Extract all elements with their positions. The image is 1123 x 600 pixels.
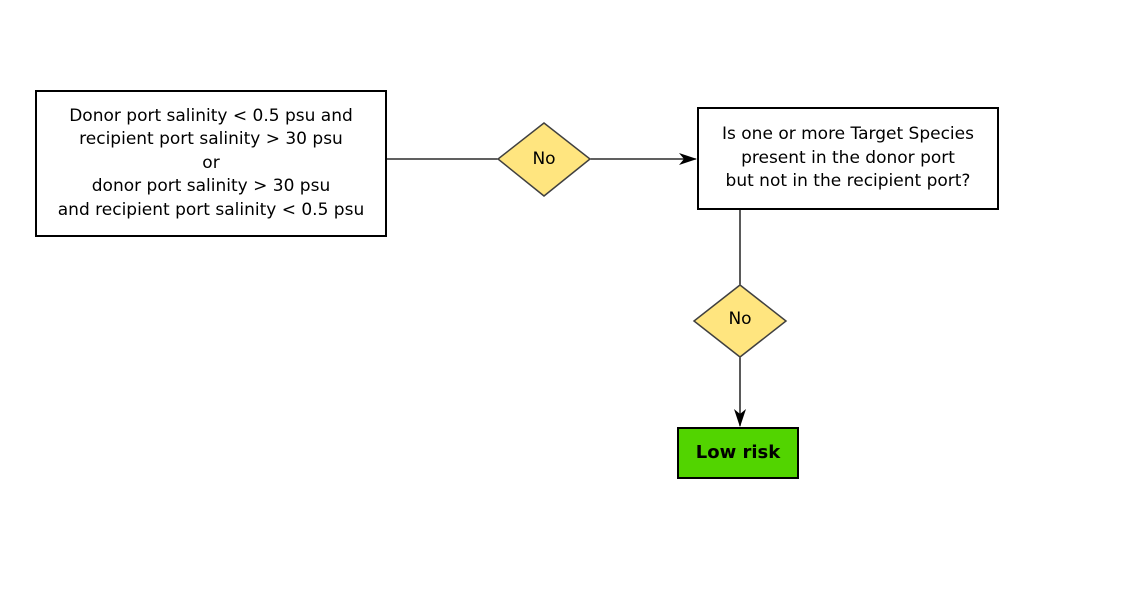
condition-line-4: donor port salinity > 30 psu: [91, 176, 331, 197]
decision-diamond-2: [692, 284, 788, 358]
condition-line-5: and recipient port salinity < 0.5 psu: [57, 199, 365, 220]
condition-line-2: recipient port salinity > 30 psu: [79, 129, 343, 150]
decision-1-label: No: [532, 149, 556, 169]
decision-diamond-1: [496, 122, 592, 197]
outcome-label: Low risk: [695, 442, 781, 464]
condition-line-1: Donor port salinity < 0.5 psu and: [69, 105, 353, 126]
question-line-3: but not in the recipient port?: [725, 171, 971, 192]
question-line-1: Is one or more Target Species: [722, 124, 974, 145]
question-line-2: present in the donor port: [741, 147, 955, 168]
decision-2-label: No: [728, 309, 752, 329]
low-risk-outcome-box: Low risk: [677, 427, 799, 479]
target-species-question-box: Is one or more Target Species present in…: [697, 107, 999, 210]
condition-line-3: or: [202, 152, 220, 173]
salinity-condition-box: Donor port salinity < 0.5 psu and recipi…: [35, 90, 387, 237]
